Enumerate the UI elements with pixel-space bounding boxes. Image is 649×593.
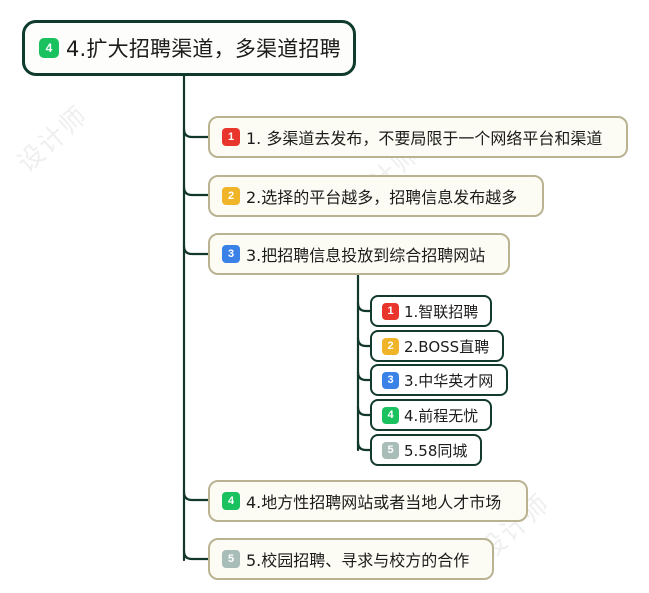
child-node-3-5-label: 5.58同城 bbox=[404, 441, 468, 460]
branch-node-4[interactable]: 4 4.地方性招聘网站或者当地人才市场 bbox=[208, 480, 528, 522]
elbow-child-3 bbox=[356, 370, 372, 382]
child-node-3-1-label: 1.智联招聘 bbox=[404, 302, 479, 321]
elbow-branch-3 bbox=[182, 244, 210, 256]
watermark-1: 设计师 bbox=[12, 100, 95, 179]
branch-node-3-label: 3.把招聘信息投放到综合招聘网站 bbox=[246, 246, 486, 265]
branch-node-5[interactable]: 5 5.校园招聘、寻求与校方的合作 bbox=[208, 538, 494, 580]
child-node-3-2-badge: 2 bbox=[382, 337, 399, 355]
child-node-3-3-badge: 3 bbox=[382, 371, 399, 389]
branch-node-5-label: 5.校园招聘、寻求与校方的合作 bbox=[246, 551, 470, 570]
child-node-3-1[interactable]: 1 1.智联招聘 bbox=[370, 295, 492, 327]
elbow-branch-2 bbox=[182, 185, 210, 197]
branch-node-2-label: 2.选择的平台越多，招聘信息发布越多 bbox=[246, 188, 518, 207]
branch-node-1-label: 1. 多渠道去发布，不要局限于一个网络平台和渠道 bbox=[246, 129, 603, 148]
child-node-3-2[interactable]: 2 2.BOSS直聘 bbox=[370, 330, 504, 362]
branch-node-4-badge: 4 bbox=[222, 492, 240, 510]
elbow-child-5 bbox=[356, 440, 372, 452]
elbow-child-1 bbox=[356, 301, 372, 313]
child-node-3-4-badge: 4 bbox=[382, 406, 399, 424]
child-node-3-5[interactable]: 5 5.58同城 bbox=[370, 434, 482, 466]
elbow-child-4 bbox=[356, 405, 372, 417]
child-node-3-4[interactable]: 4 4.前程无忧 bbox=[370, 399, 492, 431]
elbow-branch-5 bbox=[182, 549, 210, 561]
branch-node-4-label: 4.地方性招聘网站或者当地人才市场 bbox=[246, 493, 502, 512]
branch-node-3-badge: 3 bbox=[222, 245, 240, 263]
elbow-child-2 bbox=[356, 336, 372, 348]
branch-node-5-badge: 5 bbox=[222, 550, 240, 568]
mindmap-root-node[interactable]: 4 4.扩大招聘渠道，多渠道招聘 bbox=[22, 20, 356, 76]
elbow-branch-4 bbox=[182, 490, 210, 502]
elbow-branch-1 bbox=[182, 127, 210, 139]
root-badge: 4 bbox=[39, 38, 59, 58]
child-node-3-3[interactable]: 3 3.中华英才网 bbox=[370, 364, 508, 396]
child-node-3-4-label: 4.前程无忧 bbox=[404, 406, 479, 425]
child-node-3-2-label: 2.BOSS直聘 bbox=[404, 337, 490, 356]
branch-node-2-badge: 2 bbox=[222, 187, 240, 205]
branch-node-2[interactable]: 2 2.选择的平台越多，招聘信息发布越多 bbox=[208, 175, 544, 217]
branch-node-1[interactable]: 1 1. 多渠道去发布，不要局限于一个网络平台和渠道 bbox=[208, 116, 628, 158]
branch-node-3[interactable]: 3 3.把招聘信息投放到综合招聘网站 bbox=[208, 233, 510, 275]
child-node-3-1-badge: 1 bbox=[382, 302, 399, 320]
branch-node-1-badge: 1 bbox=[222, 128, 240, 146]
root-label: 4.扩大招聘渠道，多渠道招聘 bbox=[66, 37, 341, 61]
child-node-3-3-label: 3.中华英才网 bbox=[404, 371, 494, 390]
child-node-3-5-badge: 5 bbox=[382, 441, 399, 459]
